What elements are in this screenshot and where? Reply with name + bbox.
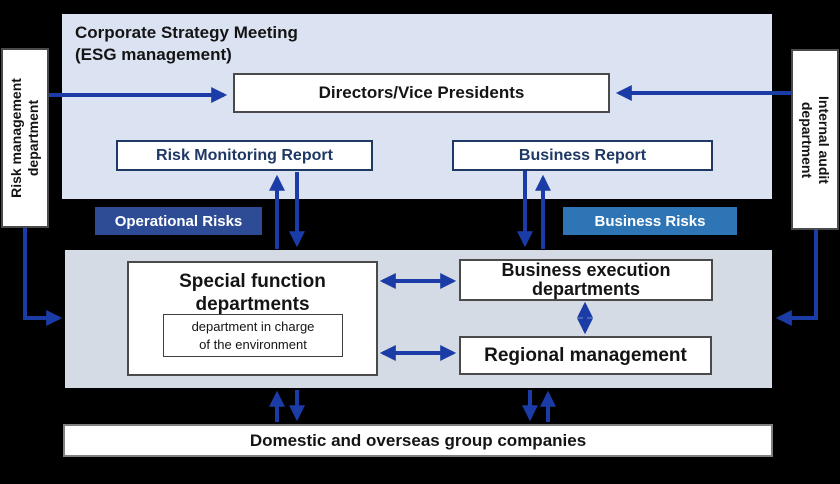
special-function-line2: departments [195,294,310,315]
regional-management-label: Regional management [484,344,687,366]
regional-management-box: Regional management [459,336,712,375]
special-function-line1: Special function [179,271,326,292]
arrow-riskdept-to-panel [23,228,63,326]
internal-audit-department-label: Internal audit department [798,96,832,184]
business-execution-box: Business execution departments [459,259,713,301]
special-function-label: Special function departments [129,263,376,316]
environment-department-line1: department in charge [191,318,315,334]
risk-management-department-box: Risk management department [1,48,49,228]
internal-audit-line1: Internal audit [816,95,832,184]
arrow-audit-to-panel [775,230,818,326]
environment-department-box: department in charge of the environment [163,314,343,357]
risk-management-line1: Risk management [8,78,25,198]
business-execution-line2: departments [531,279,641,299]
directors-label: Directors/Vice Presidents [318,83,525,102]
operational-risks-badge: Operational Risks [95,207,262,235]
group-companies-box: Domestic and overseas group companies [63,424,773,457]
risk-management-department-label: Risk management department [8,78,42,198]
internal-audit-department-box: Internal audit department [791,49,839,230]
business-report-label: Business Report [518,146,647,164]
panel-title-line2: (ESG management) [75,45,232,64]
environment-department-line2: of the environment [199,336,307,352]
directors-box: Directors/Vice Presidents [233,73,610,113]
risk-management-line2: department [25,99,42,177]
risk-monitoring-report-box: Risk Monitoring Report [116,140,373,171]
business-execution-line1: Business execution [501,260,671,280]
risk-monitoring-report-label: Risk Monitoring Report [156,146,333,164]
group-companies-label: Domestic and overseas group companies [249,430,587,450]
business-report-box: Business Report [452,140,713,171]
business-risks-badge: Business Risks [563,207,737,235]
panel-title-line1: Corporate Strategy Meeting [75,23,298,42]
business-risks-label: Business Risks [594,212,706,230]
panel-title: Corporate Strategy Meeting (ESG manageme… [75,22,298,66]
internal-audit-line2: department [799,101,815,178]
operational-risks-label: Operational Risks [114,212,243,230]
